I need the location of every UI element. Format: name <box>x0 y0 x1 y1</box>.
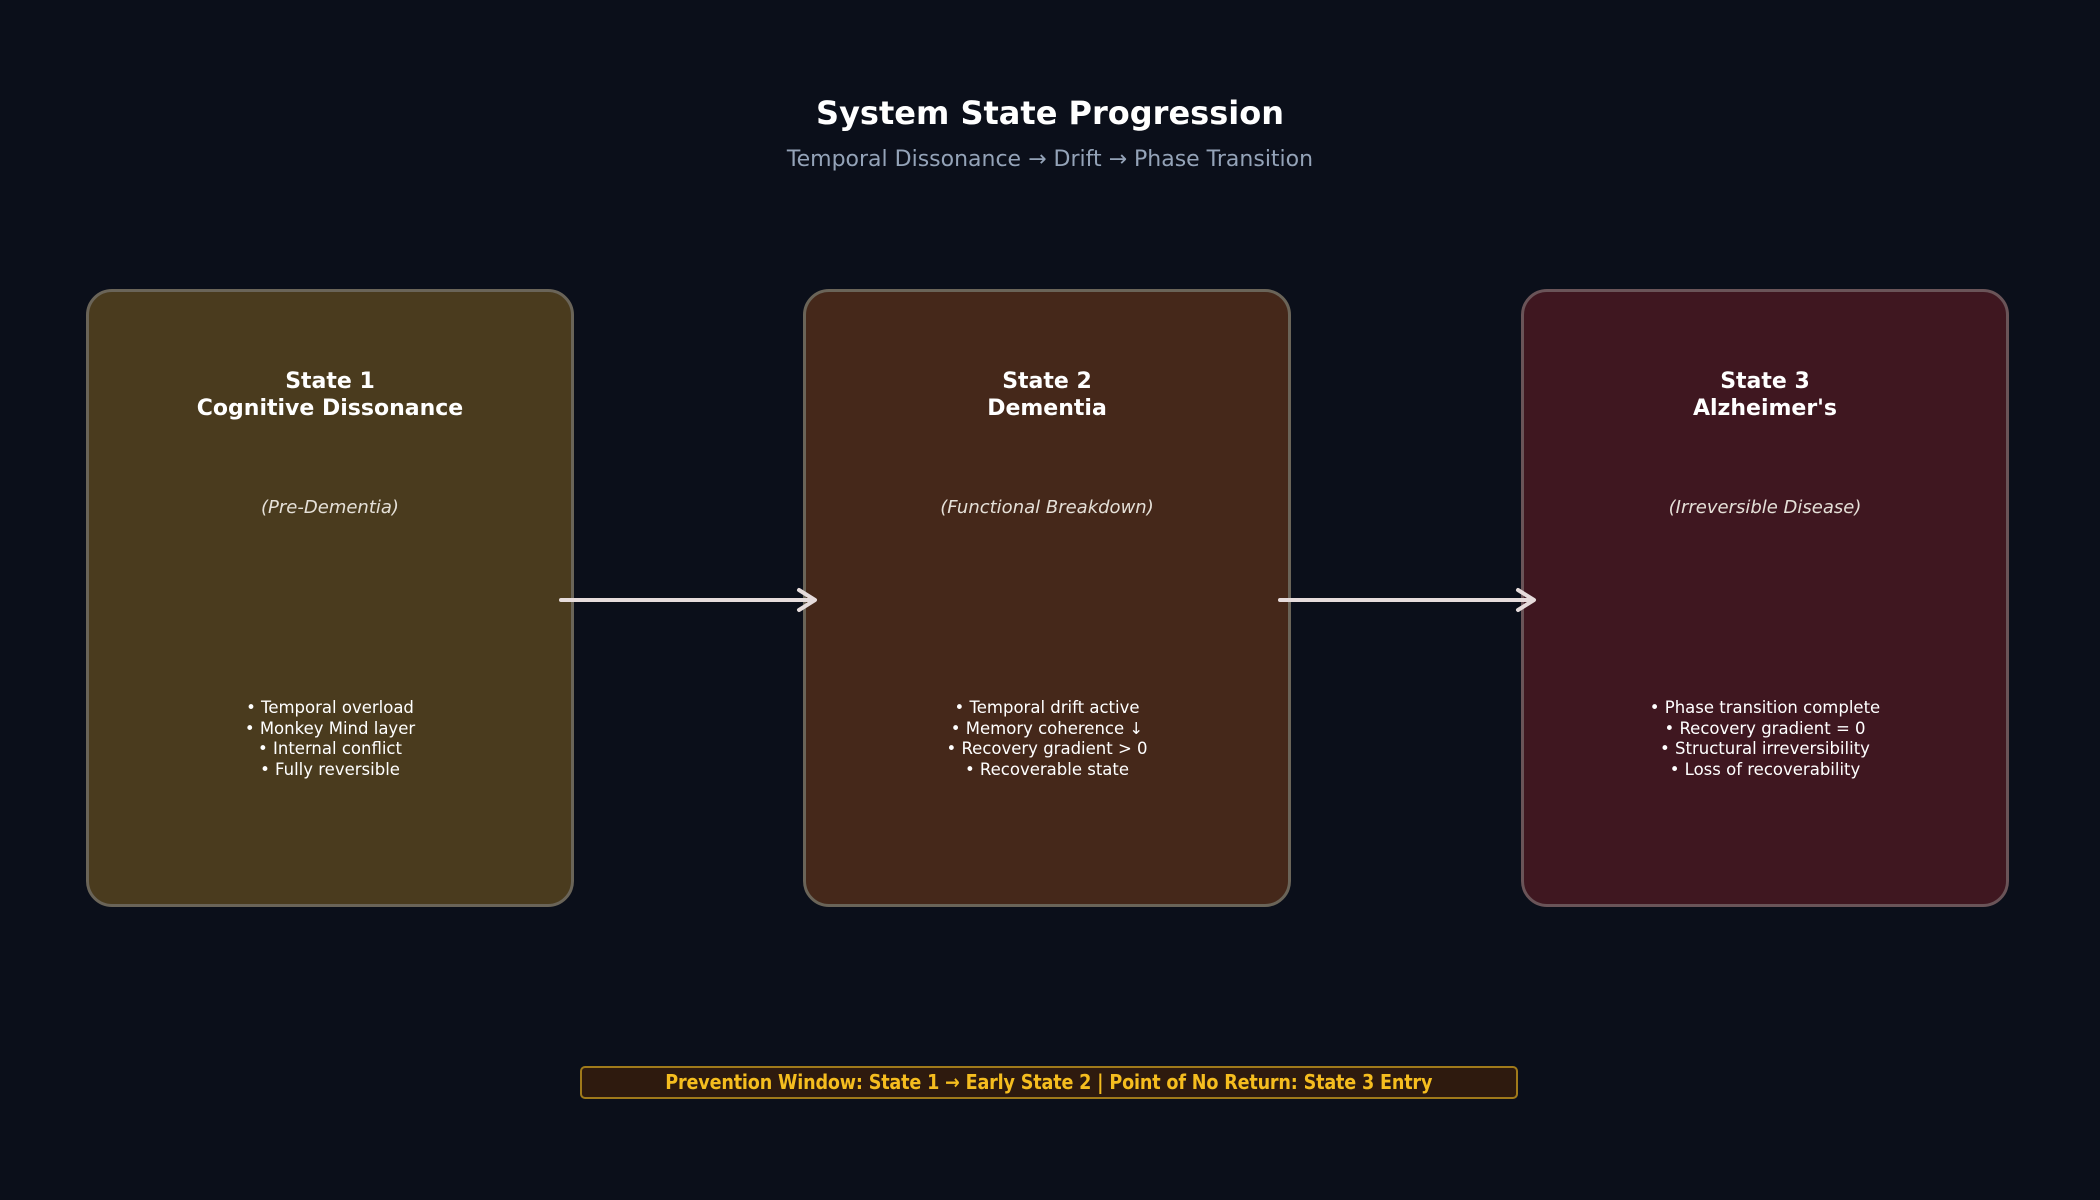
bullet: • Fully reversible <box>260 759 400 779</box>
state-2-subtitle: (Functional Breakdown) <box>940 497 1154 518</box>
arrow-state2-to-state3 <box>1278 588 1536 612</box>
state-3-bullets: • Phase transition complete • Recovery g… <box>1524 698 2006 780</box>
bullet: • Recoverable state <box>964 759 1130 779</box>
state-1-subtitle: (Pre-Dementia) <box>261 497 399 518</box>
bullet: • Monkey Mind layer <box>244 718 416 738</box>
bullet: • Phase transition complete <box>1649 698 1881 717</box>
state-2-bullets: • Temporal drift active • Memory coheren… <box>806 698 1288 780</box>
prevention-window-text: Prevention Window: State 1 → Early State… <box>665 1070 1433 1094</box>
bullet: • Memory coherence ↓ <box>950 718 1144 738</box>
bullet: • Temporal overload <box>246 698 414 717</box>
state-3-number: State 3 <box>1720 369 1810 394</box>
bullet: • Recovery gradient > 0 <box>946 739 1148 758</box>
state-1-name: Cognitive Dissonance <box>196 396 464 421</box>
bullet: • Loss of recoverability <box>1669 759 1861 779</box>
state-3-name: Alzheimer's <box>1692 396 1838 421</box>
state-2-number: State 2 <box>1002 369 1092 394</box>
prevention-window-note: Prevention Window: State 1 → Early State… <box>580 1066 1518 1099</box>
bullet: • Temporal drift active <box>954 698 1140 717</box>
state-1-bullets: • Temporal overload • Monkey Mind layer … <box>89 698 571 780</box>
bullet: • Recovery gradient = 0 <box>1664 718 1866 738</box>
bullet: • Structural irreversibility <box>1660 739 1870 758</box>
state-2-name: Dementia <box>987 396 1107 421</box>
state-3-subtitle: (Irreversible Disease) <box>1668 497 1862 518</box>
diagram-subtitle: Temporal Dissonance → Drift → Phase Tran… <box>786 147 1314 172</box>
arrow-state1-to-state2 <box>559 588 817 612</box>
state-1-number: State 1 <box>285 369 375 394</box>
diagram-title: System State Progression <box>816 94 1284 132</box>
bullet: • Internal conflict <box>258 739 402 758</box>
